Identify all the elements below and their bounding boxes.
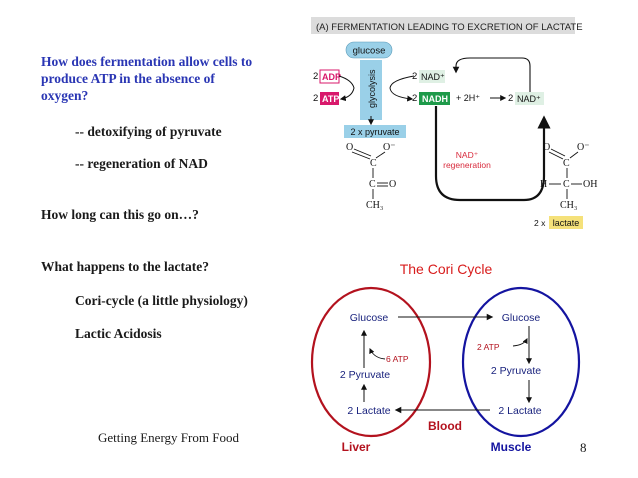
regeneration-line2: regeneration [443, 160, 491, 170]
liver-ellipse [310, 286, 432, 438]
lactate-label: lactate [553, 218, 580, 228]
muscle-atp-arrow [512, 338, 528, 347]
glucose-box [345, 41, 393, 59]
pyruvate-ch3: CH₃ [366, 200, 383, 211]
cori-cycle-figure: The Cori Cycle Glucose Glucose 2 Pyruvat… [310, 261, 581, 454]
liver-atp-label: 6 ATP [386, 354, 409, 364]
lactate-box [549, 216, 583, 229]
liver-pyruvate: 2 Pyruvate [340, 369, 390, 381]
glycolysis-bar [360, 60, 382, 120]
nad-top-box [419, 70, 445, 83]
liver-glucose: Glucose [350, 312, 389, 324]
nad-top-label: NAD⁺ [421, 72, 445, 82]
nad-regeneration-arrow [434, 106, 551, 202]
lactate-coef: 2 x [534, 218, 546, 228]
pyruvate-o1: O [346, 142, 353, 153]
page-number: 8 [580, 440, 587, 455]
nad-right-coef: 2 [508, 93, 513, 104]
lactate-c1: C [563, 158, 570, 169]
bullet-regeneration: -- regeneration of NAD [75, 156, 208, 171]
adp-label: ADP [322, 72, 341, 82]
glycolysis-label: glycolysis [367, 69, 377, 108]
muscle-ellipse [461, 286, 581, 438]
nadh-arrow [389, 75, 415, 102]
fermentation-figure: (A) FERMENTATION LEADING TO EXCRETION OF… [311, 17, 597, 229]
lactate-h: H [540, 179, 547, 190]
muscle-label: Muscle [491, 440, 532, 454]
pyruvate-box [344, 125, 406, 138]
fermentation-header-bar [311, 17, 575, 34]
pyruvate-structure: O O⁻ C C O CH₃ [346, 142, 396, 211]
lactate-structure: O O⁻ C H C OH CH₃ [540, 142, 597, 211]
nadh-coef: 2 [412, 93, 417, 104]
cori-cycle-title: The Cori Cycle [400, 261, 493, 277]
nad-right-label: NAD⁺ [517, 94, 541, 104]
liver-lactate: 2 Lactate [347, 405, 390, 417]
glucose-label: glucose [353, 46, 386, 57]
footer-title: Getting Energy From Food [98, 430, 239, 445]
pyruvate-o2: O⁻ [383, 142, 396, 153]
item-cori-cycle: Cori-cycle (a little physiology) [75, 293, 248, 308]
atp-label: ATP [322, 94, 339, 104]
regeneration-line1: NAD⁺ [456, 150, 479, 160]
nad-right-box [515, 92, 544, 105]
muscle-atp-label: 2 ATP [477, 342, 500, 352]
blood-label: Blood [428, 419, 462, 433]
atp-arrow [338, 75, 355, 102]
lactate-oh: OH [583, 179, 597, 190]
question-fermentation-line2: produce ATP in the absence of [41, 71, 215, 86]
question-how-long: How long can this go on…? [41, 207, 199, 222]
pyruvate-label: 2 x pyruvate [350, 127, 399, 137]
nadh-label: NADH [422, 94, 448, 104]
plus-2h-label: + 2H⁺ [456, 93, 480, 103]
muscle-pyruvate: 2 Pyruvate [491, 365, 541, 377]
pyruvate-c1: C [370, 158, 377, 169]
lactate-o2: O⁻ [577, 142, 590, 153]
atp-box [320, 92, 339, 105]
nad-recycle-arrow [452, 57, 531, 92]
nadh-box [419, 92, 450, 105]
lactate-c2: C [563, 179, 570, 190]
fermentation-header: (A) FERMENTATION LEADING TO EXCRETION OF… [316, 22, 583, 33]
muscle-lactate: 2 Lactate [498, 405, 541, 417]
pyruvate-o3: O [389, 179, 396, 190]
atp-coef: 2 [313, 93, 318, 104]
liver-label: Liver [342, 440, 371, 454]
liver-atp-arrow [369, 348, 386, 360]
muscle-glucose: Glucose [502, 312, 541, 324]
nad-top-coef: 2 [412, 71, 417, 82]
question-fermentation-line1: How does fermentation allow cells to [41, 54, 253, 69]
pyruvate-c2: C [369, 179, 376, 190]
bullet-detoxifying: -- detoxifying of pyruvate [75, 124, 222, 139]
lactate-ch3: CH₃ [560, 200, 577, 211]
item-lactic-acidosis: Lactic Acidosis [75, 326, 162, 341]
question-fermentation-line3: oxygen? [41, 88, 89, 103]
question-lactate: What happens to the lactate? [41, 259, 209, 274]
adp-coef: 2 [313, 71, 318, 82]
lactate-o1: O [543, 142, 550, 153]
